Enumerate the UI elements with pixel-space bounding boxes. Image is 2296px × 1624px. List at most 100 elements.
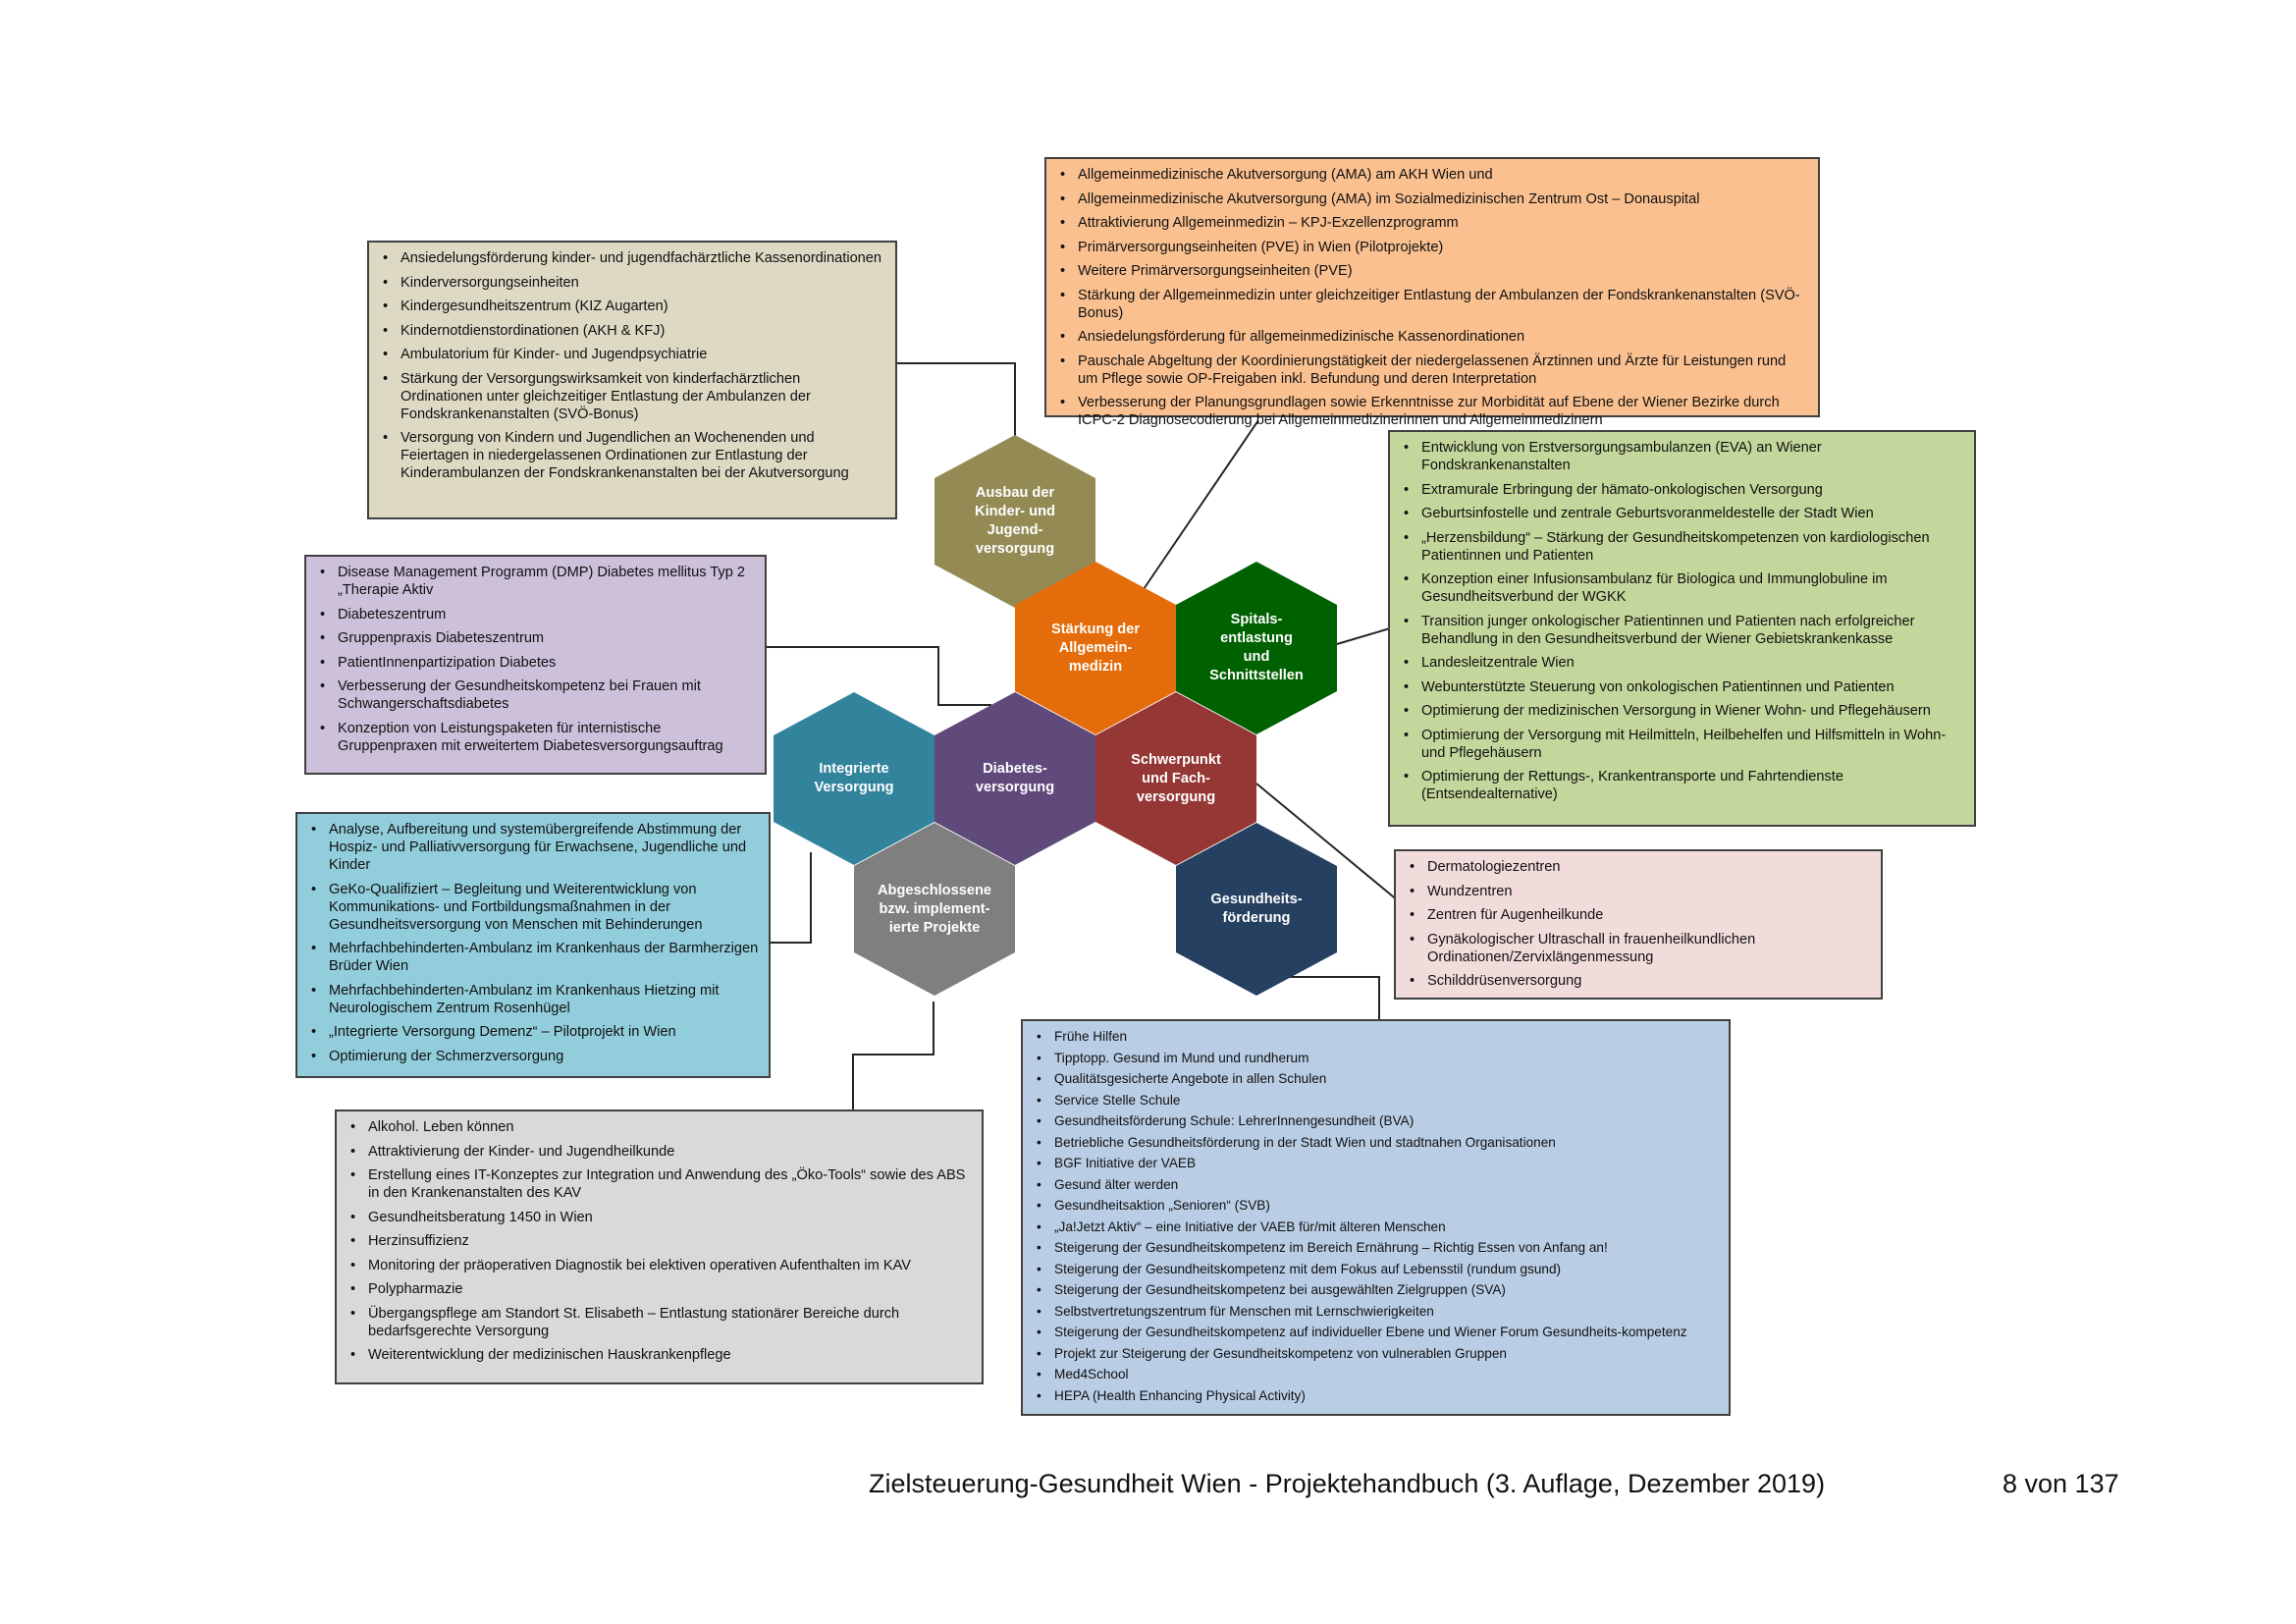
connector-abgeschlossene xyxy=(852,1001,934,1110)
list-item: Kindernotdienstordinationen (AKH & KFJ) xyxy=(383,322,885,340)
list-item: HEPA (Health Enhancing Physical Activity… xyxy=(1037,1387,1719,1404)
list-item: Tipptopp. Gesund im Mund und rundherum xyxy=(1037,1050,1719,1066)
hex-label: Gesundheits- förderung xyxy=(1210,892,1303,926)
list-item: Primärversorgungseinheiten (PVE) in Wien… xyxy=(1060,239,1808,256)
list-item: Schilddrüsenversorgung xyxy=(1410,972,1871,990)
list-item: Projekt zur Steigerung der Gesundheitsko… xyxy=(1037,1345,1719,1362)
hex-schwerpunkt-fachversorgung: Schwerpunkt und Fach- versorgung xyxy=(1095,692,1256,865)
list-item: Steigerung der Gesundheitskompetenz auf … xyxy=(1037,1324,1719,1340)
list-item: Service Stelle Schule xyxy=(1037,1092,1719,1109)
list-item: Wundzentren xyxy=(1410,883,1871,900)
item-list: Disease Management Programm (DMP) Diabet… xyxy=(316,564,755,755)
list-item: Kinderversorgungseinheiten xyxy=(383,274,885,292)
list-item: Gynäkologischer Ultraschall in frauenhei… xyxy=(1410,931,1871,966)
list-item: Zentren für Augenheilkunde xyxy=(1410,906,1871,924)
list-item: Optimierung der Rettungs-, Krankentransp… xyxy=(1404,768,1964,803)
list-item: Mehrfachbehinderten-Ambulanz im Krankenh… xyxy=(311,940,759,975)
list-item: Verbesserung der Gesundheitskompetenz be… xyxy=(320,677,755,713)
box-allgemeinmedizin: Allgemeinmedizinische Akutversorgung (AM… xyxy=(1044,157,1820,428)
box-abgeschlossene-projekte: Alkohol. Leben könnenAttraktivierung der… xyxy=(335,1110,984,1384)
list-item: Ansiedelungsförderung kinder- und jugend… xyxy=(383,249,885,267)
list-item: Entwicklung von Erstversorgungsambulanze… xyxy=(1404,439,1964,474)
hex-label: Integrierte Versorgung xyxy=(814,761,894,795)
box-integrierte-versorgung: Analyse, Aufbereitung und systemübergrei… xyxy=(295,812,771,1078)
list-item: Mehrfachbehinderten-Ambulanz im Krankenh… xyxy=(311,982,759,1017)
hex-label: Stärkung der Allgemein- medizin xyxy=(1050,621,1140,675)
list-item: Gesundheitsberatung 1450 in Wien xyxy=(350,1209,972,1226)
item-list: DermatologiezentrenWundzentrenZentren fü… xyxy=(1406,858,1871,990)
box-kinder-jugendversorgung: Ansiedelungsförderung kinder- und jugend… xyxy=(367,241,897,519)
list-item: Stärkung der Versorgungswirksamkeit von … xyxy=(383,370,885,423)
list-item: Analyse, Aufbereitung und systemübergrei… xyxy=(311,821,759,874)
list-item: Monitoring der präoperativen Diagnostik … xyxy=(350,1257,972,1274)
footer-page-number: 8 von 137 xyxy=(2002,1469,2119,1498)
list-item: Stärkung der Allgemeinmedizin unter glei… xyxy=(1060,287,1808,322)
box-diabetesversorgung: Disease Management Programm (DMP) Diabet… xyxy=(304,555,767,775)
box-schwerpunkt-fachversorgung: DermatologiezentrenWundzentrenZentren fü… xyxy=(1394,849,1883,1000)
hex-gesundheitsfoerderung: Gesundheits- förderung xyxy=(1176,823,1337,996)
item-list: Allgemeinmedizinische Akutversorgung (AM… xyxy=(1056,166,1808,429)
list-item: Gesundheitsförderung Schule: LehrerInnen… xyxy=(1037,1112,1719,1129)
list-item: Qualitätsgesicherte Angebote in allen Sc… xyxy=(1037,1070,1719,1087)
list-item: Allgemeinmedizinische Akutversorgung (AM… xyxy=(1060,166,1808,184)
connector-kinder xyxy=(893,362,1016,437)
list-item: Attraktivierung Allgemeinmedizin – KPJ-E… xyxy=(1060,214,1808,232)
list-item: Selbstvertretungszentrum für Menschen mi… xyxy=(1037,1303,1719,1320)
list-item: Gesundheitsaktion „Senioren“ (SVB) xyxy=(1037,1197,1719,1214)
hex-spitalsentlastung: Spitals- entlastung und Schnittstellen xyxy=(1176,562,1337,734)
list-item: „Integrierte Versorgung Demenz“ – Pilotp… xyxy=(311,1023,759,1041)
list-item: Weiterentwicklung der medizinischen Haus… xyxy=(350,1346,972,1364)
connector-schwerpunkt xyxy=(1255,783,1400,902)
list-item: Ansiedelungsförderung für allgemeinmediz… xyxy=(1060,328,1808,346)
list-item: Versorgung von Kindern und Jugendlichen … xyxy=(383,429,885,482)
list-item: Optimierung der Schmerzversorgung xyxy=(311,1048,759,1065)
list-item: Steigerung der Gesundheitskompetenz bei … xyxy=(1037,1281,1719,1298)
list-item: Betriebliche Gesundheitsförderung in der… xyxy=(1037,1134,1719,1151)
list-item: Allgemeinmedizinische Akutversorgung (AM… xyxy=(1060,190,1808,208)
list-item: Landesleitzentrale Wien xyxy=(1404,654,1964,672)
item-list: Alkohol. Leben könnenAttraktivierung der… xyxy=(347,1118,972,1364)
list-item: BGF Initiative der VAEB xyxy=(1037,1155,1719,1171)
box-spitalsentlastung: Entwicklung von Erstversorgungsambulanze… xyxy=(1388,430,1976,827)
hex-label: Diabetes- versorgung xyxy=(975,761,1055,795)
connector-diabetes xyxy=(764,646,991,706)
hex-allgemeinmedizin: Stärkung der Allgemein- medizin xyxy=(1015,562,1176,734)
list-item: Diabeteszentrum xyxy=(320,606,755,623)
list-item: „Herzensbildung“ – Stärkung der Gesundhe… xyxy=(1404,529,1964,565)
connector-gesundheit xyxy=(1253,976,1380,1021)
list-item: Steigerung der Gesundheitskompetenz im B… xyxy=(1037,1239,1719,1256)
item-list: Analyse, Aufbereitung und systemübergrei… xyxy=(307,821,759,1065)
list-item: Pauschale Abgeltung der Koordinierungstä… xyxy=(1060,352,1808,388)
list-item: Attraktivierung der Kinder- und Jugendhe… xyxy=(350,1143,972,1161)
list-item: Alkohol. Leben können xyxy=(350,1118,972,1136)
list-item: Disease Management Programm (DMP) Diabet… xyxy=(320,564,755,599)
list-item: Frühe Hilfen xyxy=(1037,1028,1719,1045)
list-item: Gesund älter werden xyxy=(1037,1176,1719,1193)
item-list: Entwicklung von Erstversorgungsambulanze… xyxy=(1400,439,1964,803)
item-list: Frühe HilfenTipptopp. Gesund im Mund und… xyxy=(1033,1028,1719,1404)
list-item: PatientInnenpartizipation Diabetes xyxy=(320,654,755,672)
list-item: Übergangspflege am Standort St. Elisabet… xyxy=(350,1305,972,1340)
list-item: Webunterstützte Steuerung von onkologisc… xyxy=(1404,678,1964,696)
connector-allgemein xyxy=(1141,419,1259,593)
list-item: Weitere Primärversorgungseinheiten (PVE) xyxy=(1060,262,1808,280)
list-item: Gruppenpraxis Diabeteszentrum xyxy=(320,629,755,647)
hex-label: Spitals- entlastung und Schnittstellen xyxy=(1209,612,1304,683)
list-item: Dermatologiezentren xyxy=(1410,858,1871,876)
item-list: Ansiedelungsförderung kinder- und jugend… xyxy=(379,249,885,482)
hex-label: Abgeschlossene bzw. implement- ierte Pro… xyxy=(878,882,991,936)
list-item: Verbesserung der Planungsgrundlagen sowi… xyxy=(1060,394,1808,429)
list-item: Polypharmazie xyxy=(350,1280,972,1298)
connector-integrierte xyxy=(769,852,812,944)
connector-spitals xyxy=(1336,627,1391,645)
footer-title: Zielsteuerung-Gesundheit Wien - Projekte… xyxy=(869,1469,1826,1498)
list-item: Herzinsuffizienz xyxy=(350,1232,972,1250)
list-item: Geburtsinfostelle und zentrale Geburtsvo… xyxy=(1404,505,1964,522)
list-item: GeKo-Qualifiziert – Begleitung und Weite… xyxy=(311,881,759,934)
list-item: Steigerung der Gesundheitskompetenz mit … xyxy=(1037,1261,1719,1277)
list-item: Konzeption einer Infusionsambulanz für B… xyxy=(1404,570,1964,606)
list-item: Transition junger onkologischer Patienti… xyxy=(1404,613,1964,648)
box-gesundheitsfoerderung: Frühe HilfenTipptopp. Gesund im Mund und… xyxy=(1021,1019,1731,1416)
list-item: Ambulatorium für Kinder- und Jugendpsych… xyxy=(383,346,885,363)
list-item: Med4School xyxy=(1037,1366,1719,1382)
